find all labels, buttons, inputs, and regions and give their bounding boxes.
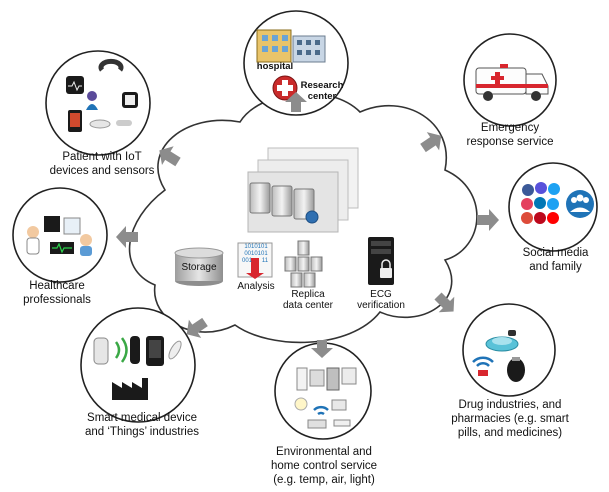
ecg-label: ECG verification [357, 289, 405, 311]
smart-device-node-circle [80, 307, 196, 423]
smart-device-label: Smart medical device and ‘Things’ indust… [85, 412, 199, 438]
analysis-icon [237, 242, 273, 279]
storage-label: Storage [181, 262, 217, 273]
wifi-icon [472, 356, 494, 376]
analysis-binary-line-2: 0010101 [244, 251, 268, 257]
replica-label: Replica data center [282, 289, 334, 311]
drug-label: Drug industries, and pharmacies (e.g. sm… [451, 399, 569, 439]
replica-data-center-icon [284, 240, 323, 288]
research-center-icon [272, 75, 298, 101]
home-devices-icon [294, 367, 357, 429]
analysis-label: Analysis [237, 281, 275, 292]
server-stack [247, 147, 359, 233]
environment-label: Environmental and home control service (… [270, 446, 378, 486]
arrow-to-healthcare [116, 226, 138, 248]
pills-icon [485, 330, 519, 352]
arrow-to-emergency [420, 132, 442, 153]
healthcare-professionals-icon [26, 216, 92, 256]
storage-icon [174, 247, 224, 286]
social-label: Social media and family [522, 247, 589, 273]
research-center-sublabel: Research center [300, 80, 344, 102]
arrow-to-drug [434, 292, 455, 313]
healthcare-node-circle [12, 187, 108, 283]
analysis-binary-line-3: 001 [241, 258, 252, 264]
patient-label: Patient with IoT devices and sensors [49, 151, 155, 177]
arrow-to-hospital [285, 92, 307, 112]
smart-pill-bottle-icon [507, 357, 525, 382]
analysis-binary-line-4: 11 [261, 258, 269, 264]
smart-devices-icon [93, 336, 182, 400]
arrow-to-patient [159, 146, 181, 167]
emergency-label: Emergency response service [466, 122, 554, 148]
ecg-verification-icon [368, 237, 394, 285]
arrow-to-smart-device [186, 317, 208, 338]
ambulance-icon [475, 64, 549, 101]
hospital-sublabel: hospital [256, 61, 294, 72]
wearable-sensors-icon [66, 58, 138, 132]
social-icons-cluster [521, 182, 594, 224]
hospital-icon [256, 29, 326, 63]
arrow-to-environment [311, 340, 333, 358]
arrow-to-social [477, 209, 499, 231]
analysis-binary-line-1: 1010101 [244, 244, 268, 250]
healthcare-label: Healthcare professionals [23, 280, 91, 306]
